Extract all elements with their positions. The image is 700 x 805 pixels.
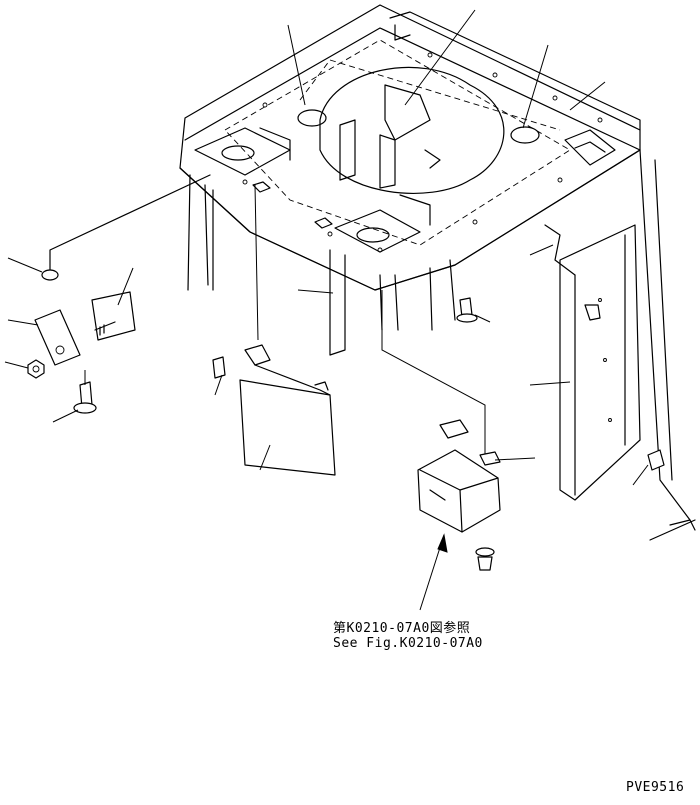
reference-note-en: See Fig.K0210-07A0 xyxy=(333,636,483,651)
left-hinge-parts xyxy=(27,174,211,414)
callout-leaders xyxy=(4,9,649,611)
cover-plate xyxy=(239,379,336,476)
roof-holes xyxy=(242,52,603,253)
console-bracket xyxy=(381,290,665,571)
washer-part xyxy=(41,269,59,281)
strip-part-2 xyxy=(479,451,501,466)
drawing-code: PVE9516 xyxy=(626,780,685,795)
reference-note-jp: 第K0210-07A0図参照 xyxy=(333,621,471,636)
strip-part xyxy=(439,419,469,439)
hinge-plate xyxy=(34,309,81,366)
cover-plate-assembly xyxy=(212,184,336,476)
console-box xyxy=(417,449,501,533)
cab-roof-frame xyxy=(179,4,696,541)
plate-part xyxy=(91,291,136,341)
nut-part xyxy=(27,359,45,379)
screw-part xyxy=(212,356,226,379)
